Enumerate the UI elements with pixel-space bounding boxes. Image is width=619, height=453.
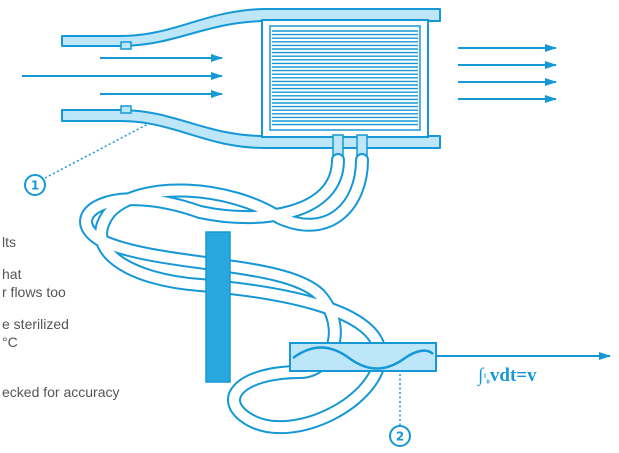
pressure-tube-inner [81, 155, 385, 433]
side-note-5: °C [2, 334, 18, 350]
integral-expression: vdt=v [489, 365, 537, 386]
flow-screen [261, 19, 429, 138]
integral-formula: ∫10vdt=v [478, 365, 537, 387]
integral-upper-limit: 1 [483, 372, 487, 380]
side-note-4: e sterilized [2, 316, 69, 332]
callout-1-circle [24, 174, 46, 196]
signal-wave [292, 346, 434, 370]
integral-sign: ∫ [478, 365, 484, 386]
side-note-6: ecked for accuracy [2, 384, 120, 400]
callout-1-number: 1 [31, 179, 39, 193]
inlet-lower-notch [120, 105, 132, 114]
screen-mesh-lines [272, 30, 418, 126]
side-note-3: r flows too [2, 284, 66, 300]
side-note-2: hat [2, 266, 22, 282]
callout-1-leader [44, 123, 149, 179]
transducer-box [289, 342, 437, 372]
outlet-arrows [458, 44, 557, 103]
integral-limits: 10 [483, 372, 490, 386]
inlet-upper-wall [61, 8, 441, 47]
side-note-1: lts [2, 234, 16, 250]
inlet-lower-wall [61, 109, 441, 149]
inlet-upper-notch [120, 41, 132, 50]
mounting-bracket [205, 231, 231, 383]
callout-2-number: 2 [396, 430, 404, 444]
integral-lower-limit: 0 [486, 378, 490, 386]
callout-2-circle [389, 425, 411, 447]
inlet-arrows [22, 54, 223, 98]
